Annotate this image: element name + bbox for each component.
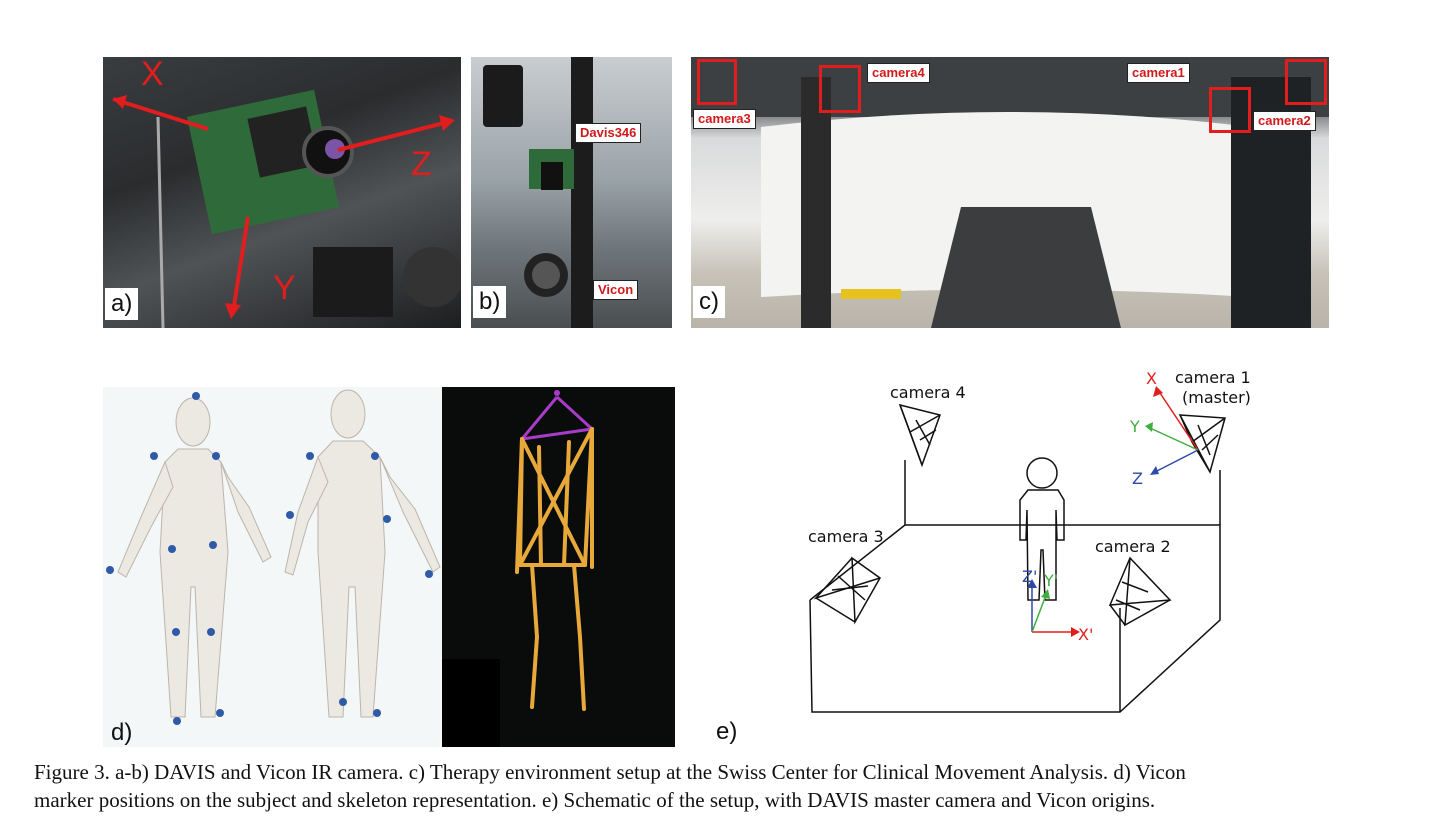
label-camera3: camera 3 [808, 527, 884, 546]
therapy-room-illustration [691, 57, 1329, 328]
label-camera2: camera2 [1253, 111, 1316, 131]
highlight-extra [1285, 59, 1327, 105]
panel-label-d: d) [111, 719, 133, 746]
label-axis-y: Y [1129, 417, 1140, 436]
label-camera2: camera 2 [1095, 537, 1171, 556]
highlight-camera2 [1209, 87, 1251, 133]
skeleton-view [442, 387, 675, 747]
davis-camera-illustration [112, 89, 461, 328]
skeleton-illustration [515, 390, 594, 711]
label-camera4: camera 4 [890, 383, 966, 402]
panel-label-b: b) [473, 286, 507, 318]
label-camera1: camera1 [1127, 63, 1190, 83]
axis-label-x: X [141, 57, 164, 93]
label-axis-zp: Z' [1022, 567, 1037, 586]
label-camera4: camera4 [867, 63, 930, 83]
label-axis-xp: X' [1078, 625, 1093, 644]
label-davis346: Davis346 [575, 123, 642, 143]
highlight-camera4 [819, 65, 861, 113]
figure-caption: Figure 3. a-b) DAVIS and Vicon IR camera… [34, 758, 1404, 814]
label-camera3: camera3 [693, 109, 756, 129]
setup-schematic: camera 1 (master) camera 4 camera 3 came… [808, 368, 1251, 713]
label-axis-x: X [1146, 369, 1157, 388]
axis-label-z: Z [411, 145, 432, 183]
photo-markers-skeleton: d) [103, 387, 675, 747]
panel-label-a: a) [105, 288, 139, 320]
label-axis-yp: Y' [1043, 571, 1058, 590]
photo-therapy-room: camera3 camera4 camera1 camera2 c) [691, 57, 1329, 328]
panel-label-e: e) [716, 718, 738, 745]
caption-line-1: Figure 3. a-b) DAVIS and Vicon IR camera… [34, 760, 1186, 784]
photo-davis-camera: X Z Y a) [103, 57, 461, 328]
photo-camera-rig: Davis346 Vicon b) [471, 57, 672, 328]
label-axis-z: Z [1132, 469, 1143, 488]
label-master: (master) [1182, 388, 1251, 407]
black-patch [442, 659, 500, 747]
label-camera1: camera 1 [1175, 368, 1251, 387]
caption-line-2: marker positions on the subject and skel… [34, 788, 1156, 812]
panel-label-c: c) [693, 286, 725, 318]
highlight-camera3 [697, 59, 737, 105]
body-models-illustration [106, 389, 441, 725]
label-vicon: Vicon [593, 280, 639, 300]
axis-label-y: Y [273, 269, 296, 307]
